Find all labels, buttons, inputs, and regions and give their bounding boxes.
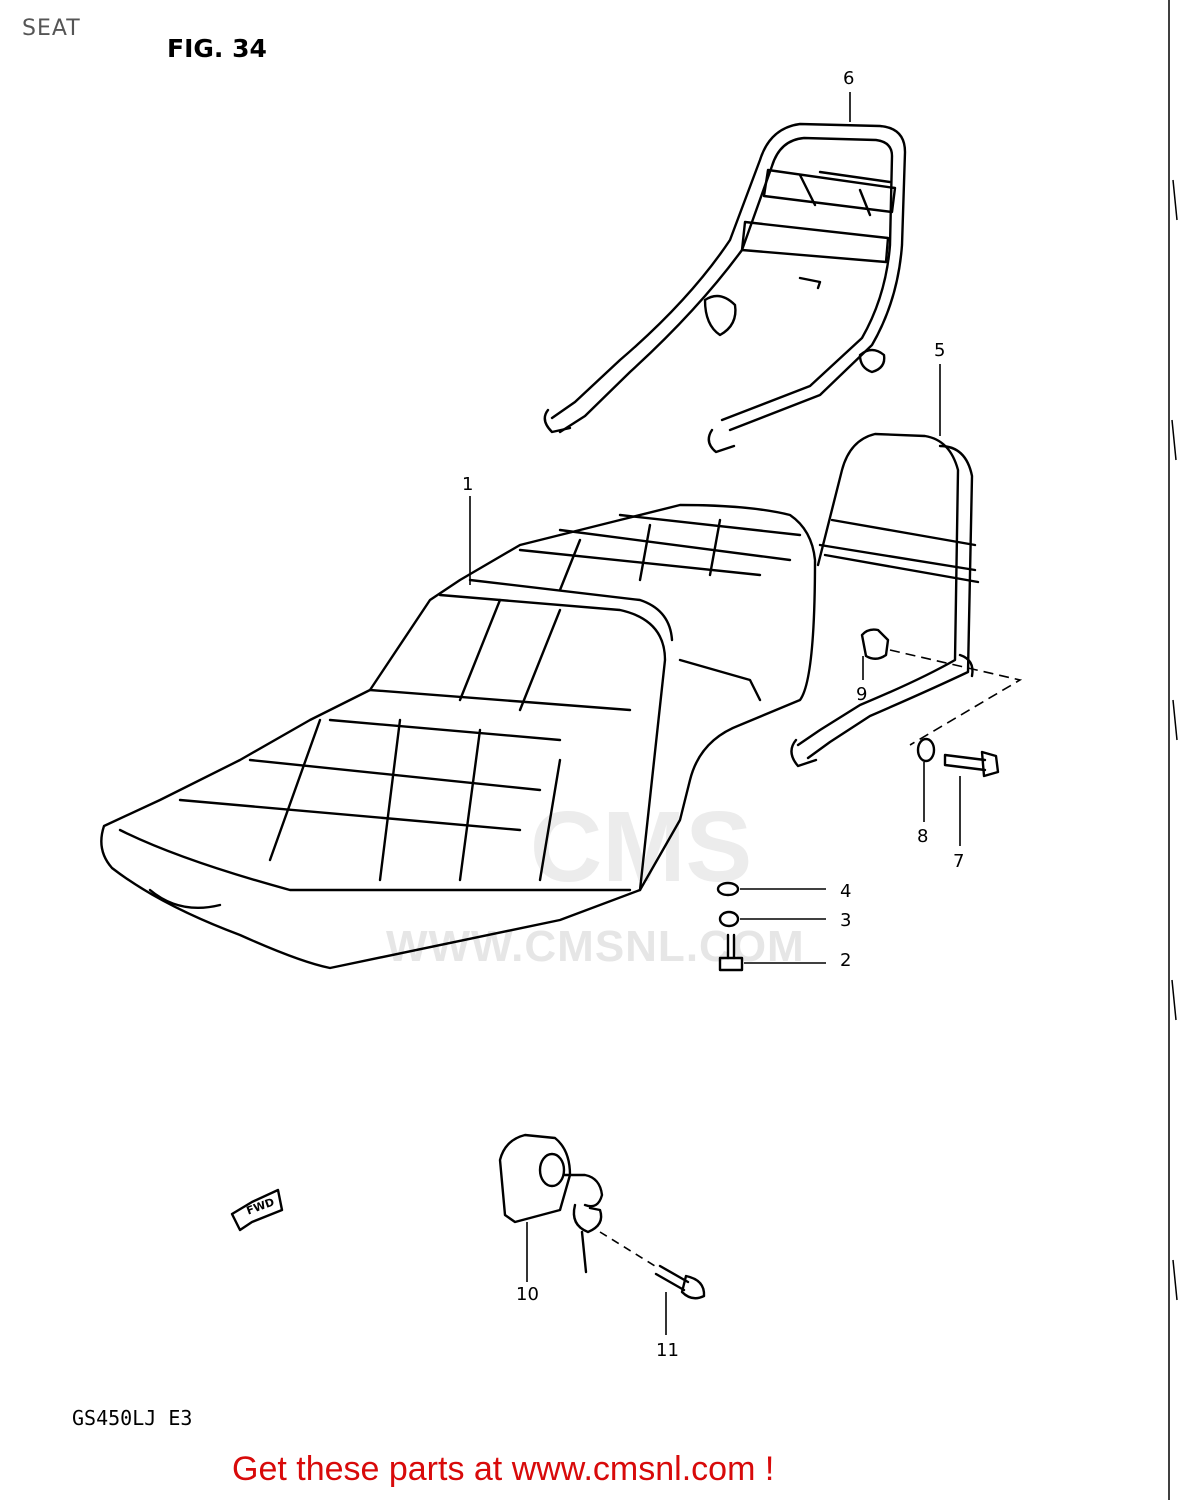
- screw-11: [654, 1264, 706, 1300]
- grab-rail-lower: [790, 432, 980, 768]
- seat-lock: [498, 1133, 604, 1274]
- callout-10: 10: [516, 1284, 539, 1305]
- figure-title: FIG. 34: [167, 34, 267, 63]
- callout-2: 2: [840, 950, 852, 971]
- callout-5: 5: [934, 340, 946, 361]
- fwd-arrow: [230, 1188, 284, 1232]
- collar-9: [860, 628, 890, 660]
- bolt-7: [943, 750, 1000, 778]
- callout-1: 1: [462, 474, 474, 495]
- seat: [100, 503, 817, 970]
- model-code: GS450LJ E3: [72, 1406, 193, 1430]
- callout-3: 3: [840, 910, 852, 931]
- callout-4: 4: [840, 881, 852, 902]
- washer-3: [718, 910, 740, 928]
- page-label: SEAT: [22, 16, 81, 41]
- callout-7: 7: [953, 851, 965, 872]
- scan-edge: [1168, 0, 1178, 1500]
- washer-4: [716, 881, 740, 897]
- get-parts-link[interactable]: Get these parts at www.cmsnl.com !: [232, 1450, 775, 1488]
- washer-8: [916, 737, 936, 763]
- callout-6: 6: [843, 68, 855, 89]
- callout-8: 8: [917, 826, 929, 847]
- grab-rail-upper: [543, 122, 907, 454]
- bolt-2: [718, 933, 744, 972]
- callout-11: 11: [656, 1340, 679, 1361]
- callout-9: 9: [856, 684, 868, 705]
